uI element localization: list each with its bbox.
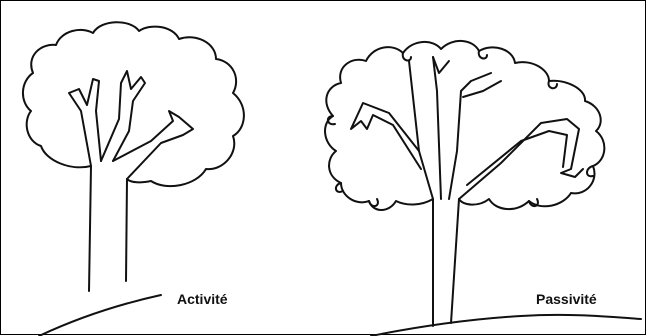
branch [409, 61, 433, 199]
tree-active-icon [23, 22, 244, 336]
ground-line [39, 295, 161, 336]
trunk-right [451, 199, 459, 323]
crown-curl [587, 166, 593, 176]
branch [433, 57, 441, 199]
label-activite: Activité [177, 291, 228, 307]
crown-curl [479, 51, 487, 58]
ground-line [371, 315, 641, 336]
crown-curl [548, 81, 557, 88]
trunk-left [89, 166, 91, 291]
label-passivite: Passivité [536, 291, 597, 307]
crown-curl [403, 53, 411, 60]
trunk-right [126, 179, 127, 281]
branch [113, 111, 193, 179]
branch [69, 79, 101, 166]
branch [449, 73, 491, 199]
branch [351, 103, 421, 169]
crown-outline [325, 41, 604, 210]
branch [467, 131, 567, 185]
crown-curl [369, 199, 378, 206]
